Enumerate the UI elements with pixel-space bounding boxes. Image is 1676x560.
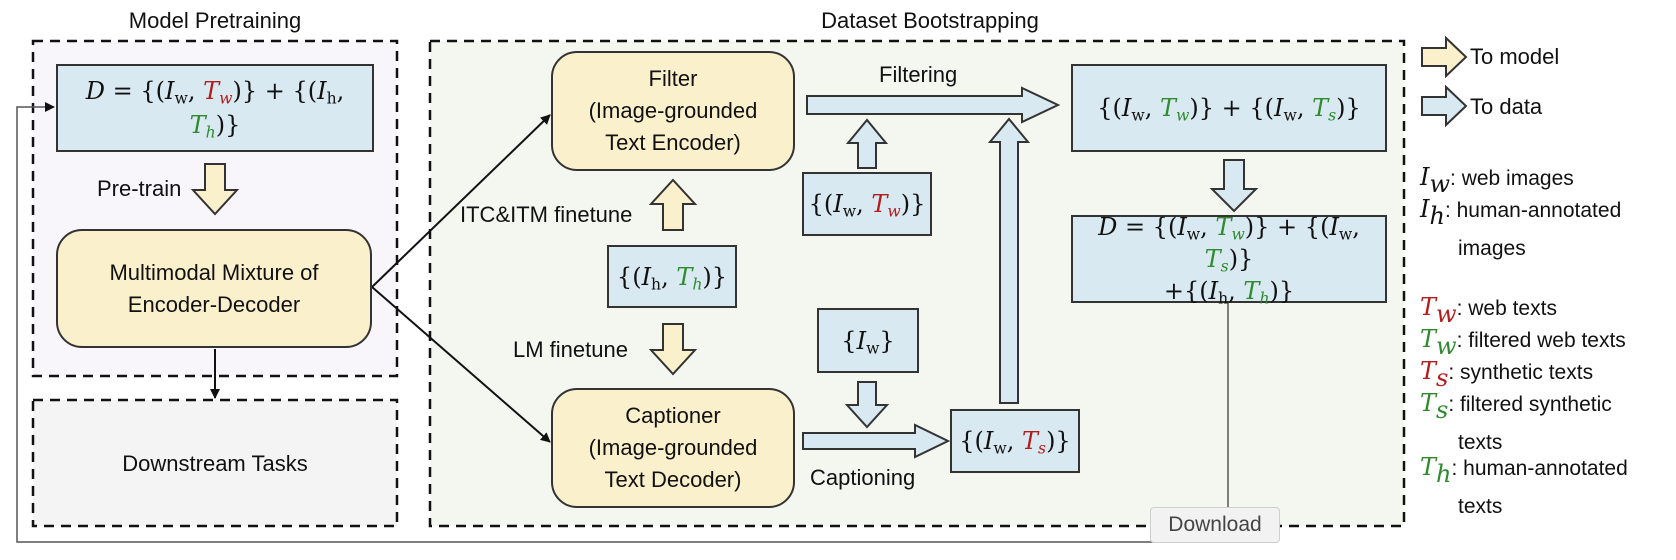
feedback-loop-line: [16, 102, 1229, 543]
captioner-subtitle-line2: Text Decoder): [604, 467, 742, 492]
download-button[interactable]: Download: [1150, 507, 1280, 543]
legend-item-web-images: Iw: web images: [1420, 163, 1574, 199]
lm-finetune-label: LM finetune: [513, 337, 628, 362]
legend-item-synthetic-texts: Ts: synthetic texts: [1420, 357, 1594, 393]
legend-symbol: T: [1420, 293, 1437, 321]
captioner-title: Captioner: [625, 403, 721, 428]
pretrain-arrow: [190, 163, 240, 216]
filter-subtitle-line2: Text Encoder): [605, 130, 741, 155]
filtering-label: Filtering: [879, 62, 958, 87]
web-images-to-caption-arrow: [844, 381, 890, 429]
legend-symbol: T: [1420, 389, 1437, 417]
pretrain-label: Pre-train: [97, 176, 182, 201]
synthetic-pairs-box: {(Iw, Ts)}: [950, 409, 1080, 473]
filter-model-box: Filter (Image-grounded Text Encoder): [551, 51, 795, 171]
filtering-arrow: [806, 86, 1061, 124]
legend-item-human-texts: Th: human-annotated texts: [1420, 453, 1628, 519]
downstream-region: [31, 398, 399, 528]
legend-to-model-arrow: [1421, 35, 1468, 79]
bootstrapping-title: Dataset Bootstrapping: [821, 8, 1039, 33]
captioning-arrow: [802, 423, 951, 459]
lm-finetune-arrow: [648, 323, 698, 376]
synthetic-up-arrow: [987, 117, 1031, 404]
legend-symbol: I: [1420, 163, 1430, 191]
legend-to-model-label: To model: [1470, 44, 1560, 69]
downstream-tasks-label: Downstream Tasks: [122, 451, 308, 476]
mixture-to-captioner-arrow: [371, 286, 551, 443]
pretraining-dataset-box: D = {(Iw, Tw)} + {(Ih, Th)}: [56, 64, 374, 152]
legend-symbol: T: [1420, 325, 1437, 353]
mixture-line2: Encoder-Decoder: [127, 291, 301, 317]
legend-to-data-label: To data: [1470, 94, 1543, 119]
itc-itm-finetune-arrow: [648, 178, 698, 231]
itc-itm-finetune-label: ITC&ITM finetune: [460, 202, 633, 227]
legend-symbol: T: [1420, 357, 1437, 385]
captioner-subtitle-line1: (Image-grounded: [588, 435, 758, 460]
web-text-to-filter-arrow: [845, 118, 889, 169]
mixture-line1: Multimodal Mixture of: [109, 259, 319, 285]
pretraining-title: Model Pretraining: [128, 8, 302, 33]
legend-item-human-images: Ih: human-annotated images: [1420, 195, 1622, 261]
captioning-label: Captioning: [810, 465, 916, 490]
legend-symbol: I: [1420, 195, 1430, 223]
legend-symbol: T: [1420, 453, 1437, 481]
filter-title: Filter: [648, 66, 698, 91]
multimodal-mixture-box: Multimodal Mixture of Encoder-Decoder: [56, 229, 372, 348]
mixture-to-filter-arrow: [371, 114, 551, 288]
captioner-model-box: Captioner (Image-grounded Text Decoder): [551, 388, 795, 508]
web-images-box: {Iw}: [817, 308, 919, 373]
web-text-pairs-box: {(Iw, Tw)}: [802, 172, 932, 236]
legend-item-filtered-synthetic-texts: Ts: filtered synthetic texts: [1420, 389, 1612, 455]
human-annotated-pairs-box: {(Ih, Th)}: [607, 245, 737, 308]
merge-down-arrow: [1209, 159, 1259, 213]
legend-item-web-texts: Tw: web texts: [1420, 293, 1557, 329]
bootstrapped-dataset-box: D = {(Iw, Tw)} + {(Iw, Ts)} +{(Ih, Th)}: [1071, 213, 1387, 306]
legend-to-data-arrow: [1421, 84, 1468, 128]
filter-subtitle-line1: (Image-grounded: [588, 98, 758, 123]
filtered-pairs-box: {(Iw, Tw)} + {(Iw, Ts)}: [1071, 64, 1387, 152]
legend-item-filtered-web-texts: Tw: filtered web texts: [1420, 325, 1626, 361]
